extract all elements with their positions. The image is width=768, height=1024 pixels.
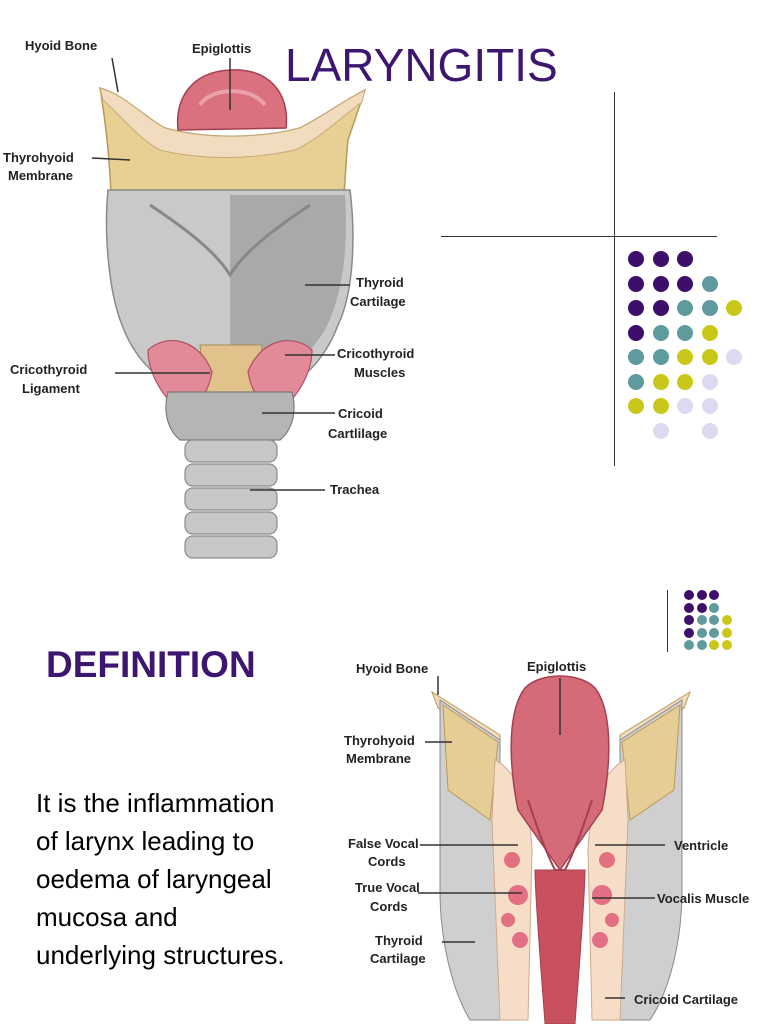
decor-dot — [628, 398, 644, 414]
label-thyroid-cartilage-1: Thyroid — [356, 275, 404, 290]
slide-title: LARYNGITIS — [285, 39, 558, 91]
decor-dot — [721, 627, 732, 638]
label-thyrohyoid-membrane-2: Membrane — [8, 168, 74, 183]
label-trachea: Trachea — [330, 482, 380, 497]
definition-line: underlying structures. — [36, 940, 285, 970]
decor-small-vertical-line — [667, 590, 668, 652]
decor-dot — [677, 300, 693, 316]
decor-dot — [652, 373, 669, 390]
decor-dot — [701, 275, 718, 292]
decor-dot — [628, 324, 644, 341]
decor-dot — [628, 275, 644, 292]
label-cricothyroid-ligament-2: Ligament — [22, 381, 80, 396]
decor-dot — [677, 398, 693, 414]
decor-dot — [709, 602, 719, 613]
decor-dot — [677, 324, 693, 341]
label2-true-vocal-cords-2: Cords — [370, 899, 408, 914]
label-thyrohyoid-membrane-1: Thyrohyoid — [3, 150, 74, 165]
decor-dot — [696, 590, 707, 600]
label2-false-vocal-cords-2: Cords — [368, 854, 406, 869]
decor-dot — [628, 373, 644, 390]
label2-thyrohyoid-membrane-2: Membrane — [346, 751, 412, 766]
label2-thyroid-cartilage-2: Cartilage — [370, 951, 426, 966]
decor-dot — [652, 251, 669, 267]
decor-dot — [701, 373, 718, 390]
decor-dot — [652, 324, 669, 341]
decor-dot — [684, 627, 694, 638]
decor-dot — [652, 349, 669, 365]
decor-dot — [684, 602, 694, 613]
decor-dot — [677, 373, 693, 390]
decor-dot — [726, 300, 742, 316]
decor-dot — [684, 615, 694, 625]
decor-dot — [709, 615, 719, 625]
label2-hyoid-bone: Hyoid Bone — [356, 661, 429, 676]
decor-dot — [701, 422, 718, 439]
label-cricothyroid-muscles-1: Cricothyroid — [337, 346, 415, 361]
label2-epiglottis: Epiglottis — [527, 659, 587, 674]
decor-dot — [628, 251, 644, 267]
definition-line: mucosa and — [36, 902, 178, 932]
decor-dot — [721, 640, 732, 650]
decor-dot — [677, 349, 693, 365]
label-cricothyroid-muscles-2: Muscles — [354, 365, 406, 380]
label2-true-vocal-cords-1: True Vocal — [355, 880, 420, 895]
label2-vocalis-muscle: Vocalis Muscle — [657, 891, 750, 906]
definition-line: It is the inflammation — [36, 788, 275, 818]
decor-dot — [709, 627, 719, 638]
decor-dot — [696, 615, 707, 625]
label-epiglottis: Epiglottis — [192, 41, 252, 56]
decor-dot — [677, 251, 693, 267]
decor-dot — [701, 398, 718, 414]
label2-thyrohyoid-membrane-1: Thyrohyoid — [344, 733, 415, 748]
decor-dot — [696, 602, 707, 613]
decor-dot — [628, 349, 644, 365]
decor-dot — [701, 324, 718, 341]
label2-cricoid-cartilage: Cricoid Cartilage — [634, 992, 739, 1007]
decor-dot — [684, 640, 694, 650]
label2-false-vocal-cords-1: False Vocal — [348, 836, 419, 851]
decor-dot — [701, 349, 718, 365]
decor-dot — [684, 590, 694, 600]
decor-dot — [696, 640, 707, 650]
decor-horizontal-line — [441, 236, 717, 237]
label2-ventricle: Ventricle — [674, 838, 729, 853]
decor-dot — [721, 615, 732, 625]
decor-dot — [701, 300, 718, 316]
decor-dot — [628, 300, 644, 316]
decor-dot — [696, 627, 707, 638]
label-cricoid-cartilage-2: Cartlilage — [328, 426, 388, 441]
decor-dot — [726, 349, 742, 365]
label-cricothyroid-ligament-1: Cricothyroid — [10, 362, 88, 377]
definition-text: It is the inflammation of larynx leading… — [36, 784, 356, 974]
decor-dot — [709, 640, 719, 650]
decor-dot — [709, 590, 719, 600]
decor-dot — [652, 300, 669, 316]
label-hyoid-bone: Hyoid Bone — [25, 38, 98, 53]
decor-dot — [652, 275, 669, 292]
label-thyroid-cartilage-2: Cartilage — [350, 294, 406, 309]
label2-thyroid-cartilage-1: Thyroid — [375, 933, 423, 948]
decor-dot — [652, 422, 669, 439]
decor-dot — [677, 275, 693, 292]
larynx-anterior-illustration — [91, 57, 367, 559]
decor-dot — [652, 398, 669, 414]
definition-line: of larynx leading to — [36, 826, 255, 856]
definition-line: oedema of laryngeal — [36, 864, 272, 894]
label-cricoid-cartilage-1: Cricoid — [338, 406, 383, 421]
decor-vertical-line — [614, 92, 615, 466]
definition-heading: DEFINITION — [46, 644, 256, 685]
